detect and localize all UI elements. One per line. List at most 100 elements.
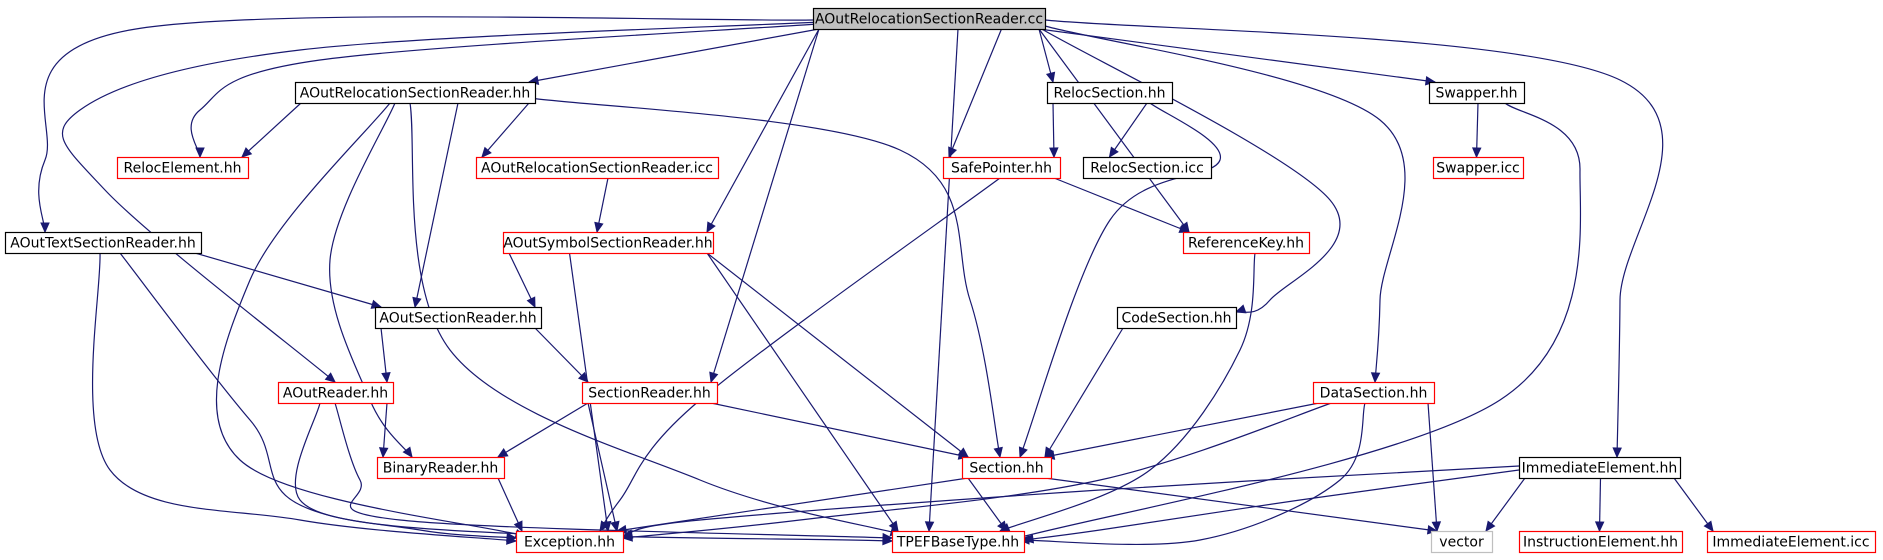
edge-data_section_hh-to-tpef_base_hh — [1018, 402, 1366, 546]
node-binary-reader-hh[interactable]: BinaryReader.hh — [376, 456, 506, 480]
edge-root-to-aout_text_hh — [38, 16, 814, 234]
edge-section_hh-to-tpef_base_hh — [967, 477, 1008, 532]
edge-aout_reloc_icc-to-aout_symbol_hh — [594, 177, 609, 234]
node-aout-section-hh[interactable]: AOutSectionReader.hh — [374, 306, 543, 330]
edge-root-to-aout_symbol_hh — [706, 28, 820, 234]
edge-root-to-reloc_section_hh — [1038, 28, 1056, 84]
node-vector: vector — [1430, 530, 1494, 554]
node-label: RelocSection.hh — [1053, 86, 1165, 102]
edge-root-to-aout_reader_hh — [61, 21, 821, 383]
node-aout-reloc-icc[interactable]: AOutRelocationSectionReader.icc — [475, 156, 720, 180]
edge-root-to-tpef_base_hh — [924, 28, 959, 533]
node-label: CodeSection.hh — [1121, 311, 1231, 327]
node-box — [942, 156, 1062, 180]
node-aout-text-hh[interactable]: AOutTextSectionReader.hh — [4, 231, 203, 255]
node-label: SectionReader.hh — [588, 386, 710, 402]
node-instruction-element-hh[interactable]: InstructionElement.hh — [1518, 530, 1684, 554]
edge-aout_reader_hh-to-exception_hh — [294, 402, 518, 542]
edge-aout_reader_hh-to-tpef_base_hh — [334, 402, 894, 543]
node-box — [1428, 81, 1526, 105]
edge-data_section_hh-to-section_hh — [1043, 402, 1320, 460]
edge-aout_symbol_hh-to-section_hh — [706, 252, 969, 458]
node-section-hh[interactable]: Section.hh — [961, 456, 1053, 480]
node-section-reader-hh[interactable]: SectionReader.hh — [581, 381, 719, 405]
edge-data_section_hh-to-vector — [1427, 402, 1442, 533]
edge-aout_reloc_hh-to-aout_section_hh — [412, 102, 459, 309]
node-label: AOutRelocationSectionReader.hh — [300, 86, 530, 102]
node-box — [376, 456, 506, 480]
node-code-section-hh[interactable]: CodeSection.hh — [1116, 306, 1238, 330]
node-box — [961, 456, 1053, 480]
edge-section_reader_hh-to-section_hh — [710, 402, 970, 460]
node-label: Section.hh — [969, 461, 1043, 477]
node-box — [1518, 456, 1682, 480]
node-immediate-element-icc[interactable]: ImmediateElement.icc — [1706, 530, 1877, 554]
edge-aout_text_hh-to-tpef_base_hh — [119, 252, 894, 546]
nodes-layer: AOutRelocationSectionReader.ccAOutReloca… — [4, 7, 1877, 554]
node-reference-key-hh[interactable]: ReferenceKey.hh — [1182, 231, 1311, 255]
node-box — [1706, 530, 1877, 554]
edge-root-to-section_reader_hh — [709, 28, 820, 384]
node-label: Swapper.icc — [1436, 161, 1520, 177]
node-box — [374, 306, 543, 330]
node-box — [515, 530, 625, 554]
node-label: AOutRelocationSectionReader.cc — [815, 12, 1043, 28]
edge-reloc_section_hh-to-section_hh — [1018, 102, 1221, 459]
edge-aout_reloc_hh-to-reloc_element_hh — [241, 102, 302, 158]
node-box — [4, 231, 203, 255]
edge-reloc_section_hh-to-reloc_section_icc — [1108, 102, 1148, 159]
node-aout-reader-hh[interactable]: AOutReader.hh — [277, 381, 395, 405]
node-exception-hh[interactable]: Exception.hh — [515, 530, 625, 554]
node-box — [1182, 231, 1311, 255]
edge-binary_reader_hh-to-exception_hh — [497, 477, 523, 533]
node-reloc-section-icc[interactable]: RelocSection.icc — [1082, 156, 1213, 180]
node-reloc-element-hh[interactable]: RelocElement.hh — [116, 156, 250, 180]
edge-aout_reader_hh-to-binary_reader_hh — [378, 402, 389, 459]
node-label: ImmediateElement.icc — [1712, 535, 1869, 551]
node-reloc-section-hh[interactable]: RelocSection.hh — [1046, 81, 1174, 105]
node-box — [475, 156, 720, 180]
edge-immediate_element_hh-to-exception_hh — [621, 465, 1520, 539]
node-box — [502, 231, 715, 255]
node-box — [812, 7, 1047, 31]
node-box — [1312, 381, 1436, 405]
node-tpef-base-hh[interactable]: TPEFBaseType.hh — [891, 530, 1026, 554]
edge-aout_symbol_hh-to-aout_section_hh — [508, 252, 536, 309]
node-label: ImmediateElement.hh — [1522, 461, 1678, 477]
node-data-section-hh[interactable]: DataSection.hh — [1312, 381, 1436, 405]
node-swapper-hh[interactable]: Swapper.hh — [1428, 81, 1526, 105]
edge-immediate_element_hh-to-tpef_base_hh — [1022, 469, 1520, 544]
node-immediate-element-hh[interactable]: ImmediateElement.hh — [1518, 456, 1682, 480]
edge-aout_symbol_hh-to-tpef_base_hh — [706, 252, 899, 533]
node-aout-reloc-hh[interactable]: AOutRelocationSectionReader.hh — [294, 81, 537, 105]
edges-layer — [38, 16, 1714, 546]
edge-swapper_hh-to-swapper_icc — [1471, 102, 1482, 159]
node-aout-symbol-hh[interactable]: AOutSymbolSectionReader.hh — [502, 231, 715, 255]
node-root: AOutRelocationSectionReader.cc — [812, 7, 1047, 31]
node-box — [1046, 81, 1174, 105]
edge-section_reader_hh-to-exception_hh — [587, 402, 620, 533]
node-label: ReferenceKey.hh — [1188, 236, 1304, 252]
node-swapper-icc[interactable]: Swapper.icc — [1432, 156, 1525, 180]
node-label: Swapper.hh — [1436, 86, 1518, 102]
edge-aout_text_hh-to-aout_section_hh — [194, 252, 383, 309]
node-label: Exception.hh — [524, 535, 615, 551]
node-safe-pointer-hh[interactable]: SafePointer.hh — [942, 156, 1062, 180]
node-box — [116, 156, 250, 180]
node-label: AOutRelocationSectionReader.icc — [481, 161, 713, 177]
edge-aout_section_hh-to-aout_reader_hh — [380, 327, 391, 384]
node-box — [891, 530, 1026, 554]
edge-safe_pointer_hh-to-exception_hh — [599, 177, 1001, 533]
edge-immediate_element_hh-to-immediate_element_icc — [1673, 477, 1714, 532]
node-box — [1518, 530, 1684, 554]
node-label: vector — [1439, 535, 1484, 551]
edge-safe_pointer_hh-to-reference_key_hh — [1053, 177, 1191, 233]
node-label: AOutSymbolSectionReader.hh — [503, 236, 712, 252]
edge-root-to-code_section_hh — [1039, 27, 1341, 314]
edge-immediate_element_hh-to-instruction_element_hh — [1594, 477, 1605, 533]
node-box — [581, 381, 719, 405]
edge-immediate_element_hh-to-vector — [1485, 477, 1526, 532]
node-label: BinaryReader.hh — [383, 461, 498, 477]
edge-root-to-aout_reloc_hh — [527, 28, 820, 85]
node-label: SafePointer.hh — [951, 161, 1052, 177]
